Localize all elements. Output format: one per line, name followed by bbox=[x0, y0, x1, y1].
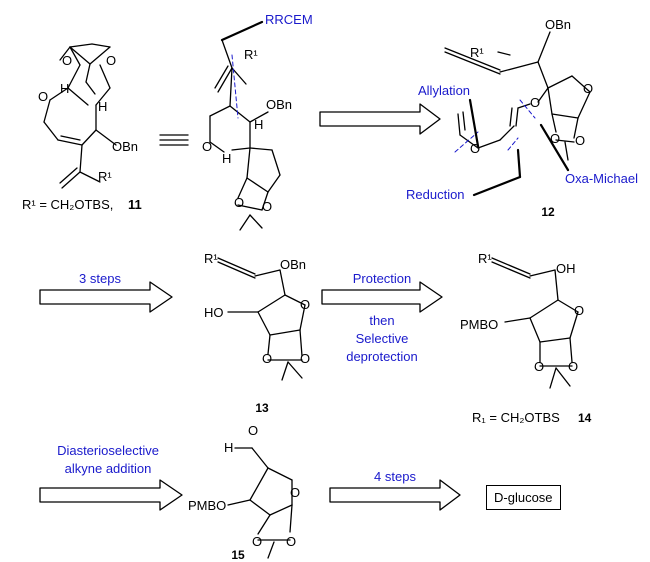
retro-arrow-1 bbox=[319, 103, 441, 135]
atom-pmbo: PMBO bbox=[460, 317, 499, 332]
label-rrcem: RRCEM bbox=[265, 12, 313, 27]
atom-obn: OBn bbox=[266, 97, 293, 112]
atom-r1: R¹ bbox=[98, 169, 112, 184]
atom-o: O bbox=[575, 133, 586, 148]
atom-oh: OH bbox=[556, 261, 576, 276]
label-oxa-michael: Oxa-Michael bbox=[565, 171, 638, 186]
arrow-1-label: 3 steps bbox=[79, 271, 121, 286]
atom-r1: R¹ bbox=[204, 251, 218, 266]
atom-o: O bbox=[550, 131, 561, 146]
arrow-2-label-line4: deprotection bbox=[346, 349, 418, 364]
atom-h-2: H bbox=[98, 99, 108, 114]
structure-13 bbox=[217, 257, 306, 381]
atom-obn: OBn bbox=[112, 139, 139, 154]
forward-arrow-4 bbox=[329, 479, 461, 511]
label-allylation: Allylation bbox=[418, 83, 471, 98]
atom-o-2: O bbox=[106, 53, 117, 68]
atom-o: O bbox=[300, 351, 311, 366]
structure-12 bbox=[444, 31, 591, 161]
arrow-4-label: 4 steps bbox=[374, 469, 416, 484]
atom-o: O bbox=[530, 95, 541, 110]
atom-o: O bbox=[534, 359, 545, 374]
compound-number-12: 12 bbox=[541, 205, 555, 219]
atom-h-1: H bbox=[60, 81, 70, 96]
arrow-2-label-line3: Selective bbox=[355, 331, 409, 346]
atom-o: O bbox=[470, 141, 481, 156]
arrow-2-label-line2: then bbox=[369, 313, 395, 328]
forward-arrow-1 bbox=[39, 281, 173, 313]
structure-11-alt bbox=[209, 20, 281, 231]
arrow-3-label-line1: Diasterioselective bbox=[57, 443, 159, 458]
atom-r1: R¹ bbox=[478, 251, 492, 266]
atom-o: O bbox=[262, 351, 273, 366]
compound-number-13: 13 bbox=[255, 401, 269, 415]
atom-o: O bbox=[262, 199, 273, 214]
forward-arrow-3 bbox=[39, 479, 183, 511]
atom-o: O bbox=[252, 534, 263, 549]
atom-pmbo: PMBO bbox=[188, 498, 227, 513]
atom-h: H bbox=[222, 151, 232, 166]
atom-o: O bbox=[234, 195, 245, 210]
annotation-pointers-12 bbox=[468, 98, 570, 197]
atom-o: O bbox=[583, 81, 594, 96]
structure-11 bbox=[43, 43, 117, 189]
atom-r1: R¹ bbox=[244, 47, 258, 62]
compound-number-15: 15 bbox=[231, 548, 245, 562]
atom-r1: R¹ bbox=[470, 45, 484, 60]
structure-15 bbox=[227, 447, 293, 559]
r1-definition-14: R₁ = CH₂OTBS bbox=[472, 410, 560, 425]
equivalence-sign bbox=[159, 134, 189, 146]
atom-ho: HO bbox=[204, 305, 224, 320]
atom-o: O bbox=[202, 139, 213, 154]
atom-o-1: O bbox=[62, 53, 73, 68]
atom-o: O bbox=[286, 534, 297, 549]
atom-h: H bbox=[254, 117, 264, 132]
atom-o-carbonyl: O bbox=[248, 423, 259, 438]
structure-14 bbox=[491, 257, 579, 389]
arrow-2-label-line1: Protection bbox=[352, 271, 412, 286]
compound-number-14: 14 bbox=[578, 411, 592, 425]
atom-o: O bbox=[574, 303, 585, 318]
compound-number-11: 11 bbox=[128, 197, 142, 212]
r1-definition-11: R¹ = CH₂OTBS, bbox=[22, 197, 114, 212]
rrcem-disconnection bbox=[231, 54, 239, 119]
atom-o-3: O bbox=[38, 89, 49, 104]
atom-o: O bbox=[300, 297, 311, 312]
arrow-3-label-line2: alkyne addition bbox=[64, 461, 152, 476]
forward-arrow-2 bbox=[321, 281, 443, 313]
disconnection-lines-12 bbox=[454, 99, 536, 153]
atom-obn: OBn bbox=[545, 17, 572, 32]
atom-o: O bbox=[568, 359, 579, 374]
label-reduction: Reduction bbox=[406, 187, 465, 202]
atom-o: O bbox=[290, 485, 301, 500]
starting-material-box: D-glucose bbox=[486, 485, 561, 510]
atom-obn: OBn bbox=[280, 257, 307, 272]
atom-h: H bbox=[224, 440, 234, 455]
